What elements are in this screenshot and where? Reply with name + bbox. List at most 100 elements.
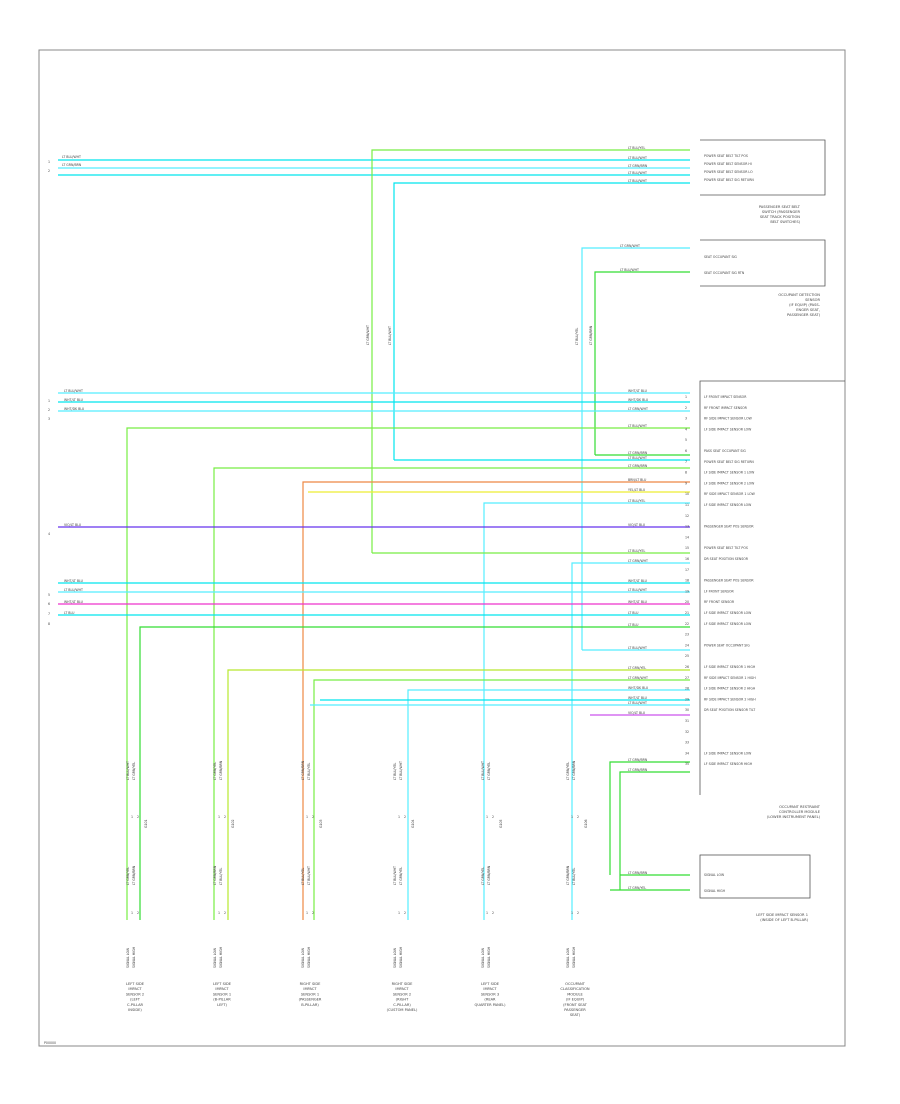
wire-color-label: LT GRN/BRN xyxy=(132,865,136,885)
wire-color-label: WHT/LT BLU xyxy=(64,579,84,583)
wire-color-label: LT GRN/BRN xyxy=(487,865,491,885)
pin-label: LF SIDE IMPACT SENSOR LOW xyxy=(704,503,752,507)
wire-layer xyxy=(58,149,690,920)
pin-label: SIGNAL LOW xyxy=(566,947,570,968)
wire-color-label: LT BLU/WHT xyxy=(64,588,83,592)
wire-color-label: WHT/LT BLU xyxy=(628,389,648,393)
wire xyxy=(227,669,690,920)
bottom-sensor-name-line: C-PILLAR xyxy=(127,1003,144,1007)
wire-color-label: LT GRN/BRN xyxy=(572,760,576,780)
pin-number: 17 xyxy=(685,568,689,572)
pin-label: SIGNAL LOW xyxy=(704,873,725,877)
wire-color-label: LT GRN/BRN xyxy=(589,325,593,345)
wire-color-label: LT BLU/WHT xyxy=(481,761,485,780)
bottom-sensor-name-line: LEFT SIDE xyxy=(481,982,500,986)
wire-color-label: LT GRN/BRN xyxy=(628,164,648,168)
wire-color-label: LT BLU/WHT xyxy=(628,456,647,460)
wire-color-label: LT GRN/YEL xyxy=(487,762,491,780)
bottom-sensor-name-line: (CUSTOM PANEL) xyxy=(387,1008,418,1012)
pin-label: SIGNAL HIGH xyxy=(219,946,223,968)
wire-color-label: VIO/LT BLU xyxy=(64,523,82,527)
pin-number: 12 xyxy=(685,514,689,518)
diagram-frame xyxy=(38,49,846,1047)
wire-color-label: LT BLU/WHT xyxy=(628,588,647,592)
pin-number: 19 xyxy=(685,589,689,593)
occupant-sensor-name-line: PASSENGER SEAT) xyxy=(787,313,821,317)
seat-belt-switch-box xyxy=(700,139,826,196)
wire xyxy=(213,467,690,920)
connector-pin: 4 xyxy=(48,532,50,536)
connector-pin: 2 xyxy=(577,911,579,915)
wire xyxy=(302,481,690,920)
wire-color-label: LT BLU/YEL xyxy=(572,868,576,885)
wire-color-label: LT GRN/WHT xyxy=(628,559,648,563)
wire-color-label: LT BLU/WHT xyxy=(628,156,647,160)
pin-number: 24 xyxy=(685,643,689,647)
pin-number: 20 xyxy=(685,600,689,604)
bottom-sensor-name-line: SENSOR 1 xyxy=(301,992,319,996)
bottom-sensor-name-line: LEFT SIDE xyxy=(213,982,232,986)
wire-color-label: LT BLU/WHT xyxy=(388,326,392,345)
wire-color-label: LT GRN/BRN xyxy=(628,464,648,468)
pin-label: SIGNAL HIGH xyxy=(399,946,403,968)
connector-pin: 2 xyxy=(492,815,494,819)
label-layer: LT BLU/WHT LT GRN/BRN LT BLU/YEL LT BLU/WHT… xyxy=(48,146,649,890)
bottom-sensor-name-line: SENSOR 3 xyxy=(481,992,499,996)
bottom-sensor-name-line: PASSENGER xyxy=(564,1008,586,1012)
bottom-sensor-name-line: (B-PILLAR xyxy=(213,998,231,1002)
bottom-sensor-name-line: C-PILLAR) xyxy=(393,1003,411,1007)
wire-color-label: LT GRN/WHT xyxy=(628,407,648,411)
pin-label: SIGNAL LOW xyxy=(481,947,485,968)
wire-color-label: LT GRN/YEL xyxy=(628,666,646,670)
pin-number: 7 xyxy=(685,460,687,464)
pin-label: SIGNAL HIGH xyxy=(307,946,311,968)
orc-module-name-line: (LOWER INSTRUMENT PANEL) xyxy=(767,815,821,819)
wire-color-label: LT GRN/YEL xyxy=(213,762,217,780)
wire-color-label: LT BLU/WHT xyxy=(64,389,83,393)
pin-label: SEAT OCCUPANT SIG RTN xyxy=(704,271,745,275)
bottom-sensor-name-line: INSIDE) xyxy=(128,1008,142,1012)
occupant-sensor-name-line: ENGER SEAT, xyxy=(796,308,820,312)
pin-number: 32 xyxy=(685,730,689,734)
bottom-sensor-name-line: IMPACT xyxy=(128,987,142,991)
bottom-sensor-name-line: LEFT) xyxy=(217,1003,227,1007)
pin-number: 21 xyxy=(685,611,689,615)
connector-pin: 3 xyxy=(48,417,50,421)
pin-label: SIGNAL LOW xyxy=(301,947,305,968)
wire-color-label: BRN/LT BLU xyxy=(628,478,647,482)
occupant-sensor-name-line: SENSOR xyxy=(805,298,820,302)
connector-pin: 1 xyxy=(48,399,50,403)
seat-belt-switch-name-line: PASSENGER SEAT BELT xyxy=(759,205,801,209)
wire xyxy=(126,427,690,920)
pin-number: 9 xyxy=(685,481,687,485)
wire-color-label: LT BLU/YEL xyxy=(628,549,645,553)
wire-color-label: LT BLU/YEL xyxy=(301,868,305,885)
bottom-sensor-name-line: RIGHT SIDE xyxy=(392,982,413,986)
connector-pin: 1 xyxy=(486,815,488,819)
wire-color-label: LT BLU/YEL xyxy=(575,328,579,345)
seat-belt-switch-name-line: SWITCH (PASSENGER xyxy=(762,210,801,214)
connector-pin: 2 xyxy=(224,815,226,819)
pin-number: 5 xyxy=(685,438,687,442)
connector-pin: 1 xyxy=(218,815,220,819)
wire-color-label: LT BLU/YEL xyxy=(307,763,311,780)
wire xyxy=(393,182,690,460)
occupant-sensor-box xyxy=(700,239,826,287)
pin-label: POWER SEAT BELT TILT POS xyxy=(704,546,748,550)
pin-number: 28 xyxy=(685,687,689,691)
wire-color-label: LT GRN/BRN xyxy=(219,760,223,780)
pin-number: 27 xyxy=(685,676,689,680)
wire xyxy=(609,761,690,875)
pin-label: LF FRONT SENSOR xyxy=(704,589,734,593)
splice-label: G102 xyxy=(231,819,235,828)
connector-pin: 1 xyxy=(306,911,308,915)
wire-color-label: LT GRN/BRN xyxy=(628,871,648,875)
seat-belt-switch-name-line: SEAT TRACK POSITION xyxy=(760,215,800,219)
pin-number: 33 xyxy=(685,741,689,745)
wire xyxy=(581,247,690,650)
